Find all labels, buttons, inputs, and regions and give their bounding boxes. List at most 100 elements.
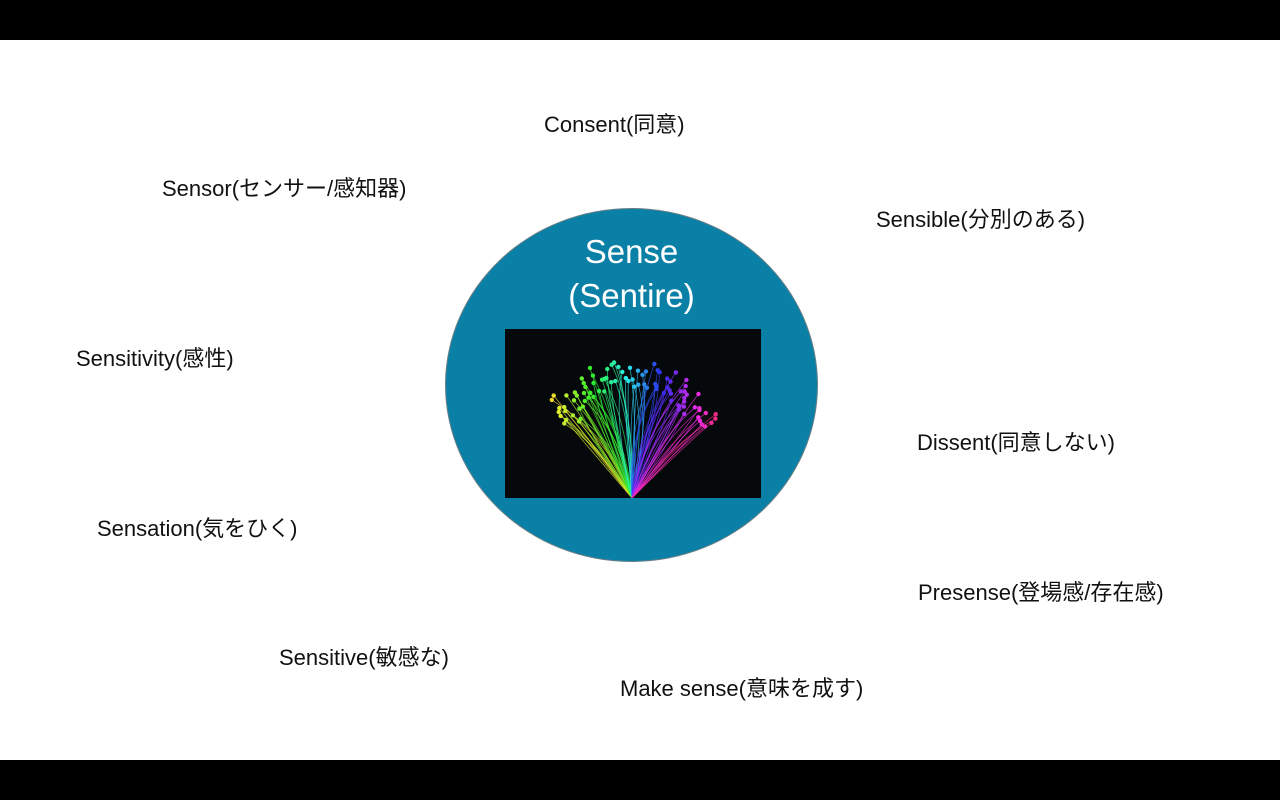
brain-network-icon [549, 360, 718, 498]
brain-node [696, 415, 701, 420]
brain-node [713, 416, 718, 421]
brain-node [665, 376, 670, 381]
term-sensible: Sensible(分別のある) [876, 207, 1086, 232]
brain-node [697, 407, 702, 413]
brain-node [549, 397, 554, 403]
brain-fiber [631, 409, 700, 498]
brain-node [709, 420, 714, 425]
brain-node [682, 389, 687, 394]
brain-node [613, 378, 618, 384]
brain-node [668, 391, 674, 396]
brain-node [558, 413, 563, 419]
brain-node [703, 410, 708, 416]
brain-node [620, 369, 625, 375]
term-sensor: Sensor(センサー/感知器) [162, 176, 407, 201]
brain-node [632, 384, 637, 389]
sense-circle: Sense (Sentire) [445, 208, 818, 562]
brain-fiber [625, 378, 633, 498]
brain-fiber [566, 395, 633, 498]
brain-node [609, 380, 614, 385]
term-presense: Presense(登場感/存在感) [918, 580, 1164, 605]
brain-node [556, 409, 561, 415]
brain-fiber [631, 406, 696, 498]
brain-node [702, 424, 708, 429]
brain-fiber [618, 371, 633, 498]
brain-node [642, 382, 647, 387]
circle-title: Sense [584, 233, 679, 270]
brain-fiber [576, 395, 633, 498]
term-consent: Consent(同意) [544, 112, 685, 137]
brain-fiber [558, 411, 633, 498]
brain-node [668, 379, 673, 384]
brain-fiber [593, 382, 633, 498]
brain-node [582, 398, 587, 404]
brain-fiber [631, 388, 657, 498]
brain-node [635, 368, 641, 373]
brain-node [579, 376, 584, 381]
brain-fiber [631, 393, 672, 498]
brain-fiber [631, 426, 706, 498]
brain-node [669, 398, 674, 403]
brain-node [616, 364, 621, 370]
brain-node [678, 389, 684, 394]
term-dissent: Dissent(同意しない) [917, 430, 1116, 455]
brain-node [676, 407, 681, 412]
brain-node [581, 380, 586, 386]
brain-node [626, 378, 631, 384]
brain-node [682, 411, 687, 417]
brain-node [571, 398, 577, 403]
brain-node [681, 404, 687, 409]
brain-node [661, 390, 667, 396]
brain-node [667, 388, 672, 393]
term-make-sense: Make sense(意味を成す) [620, 676, 864, 701]
brain-fiber [574, 392, 633, 498]
brain-node [654, 386, 659, 392]
brain-node [682, 399, 687, 404]
letterbox-bottom [0, 760, 1280, 800]
brain-node [696, 391, 701, 397]
brain-node [572, 390, 578, 395]
brain-node [551, 393, 556, 398]
brain-node [699, 422, 704, 427]
brain-node [564, 393, 569, 398]
brain-node [692, 405, 698, 410]
brain-node [562, 421, 567, 426]
brain-node [563, 417, 569, 423]
brain-node [684, 377, 689, 383]
brain-fiber [553, 395, 633, 498]
brain-node [652, 361, 657, 367]
brain-node [581, 390, 587, 396]
letterbox-top [0, 0, 1280, 40]
brain-node [713, 412, 718, 417]
brain-fiber [606, 368, 633, 498]
brain-fiber [631, 417, 699, 498]
brain-node [587, 365, 593, 371]
term-sensation: Sensation(気をひく) [97, 516, 298, 541]
brain-image [505, 329, 761, 498]
brain-node [657, 370, 662, 375]
brain-node [683, 383, 688, 389]
term-sensitivity: Sensitivity(感性) [76, 346, 234, 371]
brain-node [623, 375, 628, 381]
brain-fiber [558, 407, 633, 498]
brain-node [640, 372, 645, 377]
brain-node [644, 385, 650, 390]
brain-fiber [579, 408, 633, 498]
brain-node [643, 369, 649, 374]
brain-node [684, 392, 689, 397]
brain-fiber [589, 367, 633, 498]
brain-node [627, 365, 633, 370]
brain-node [630, 377, 635, 382]
circle-subtitle: (Sentire) [568, 277, 695, 314]
brain-fiber [631, 406, 680, 498]
brain-node [682, 395, 687, 401]
brain-node [697, 418, 703, 423]
brain-fiber [631, 406, 685, 498]
slide: Consent(同意) Sensor(センサー/感知器) Sensible(分別… [0, 40, 1280, 760]
brain-node [673, 370, 679, 375]
brain-fiber [631, 420, 701, 498]
brain-node [611, 360, 617, 365]
brain-node [605, 366, 610, 372]
brain-node [636, 382, 641, 387]
brain-node [557, 405, 562, 411]
